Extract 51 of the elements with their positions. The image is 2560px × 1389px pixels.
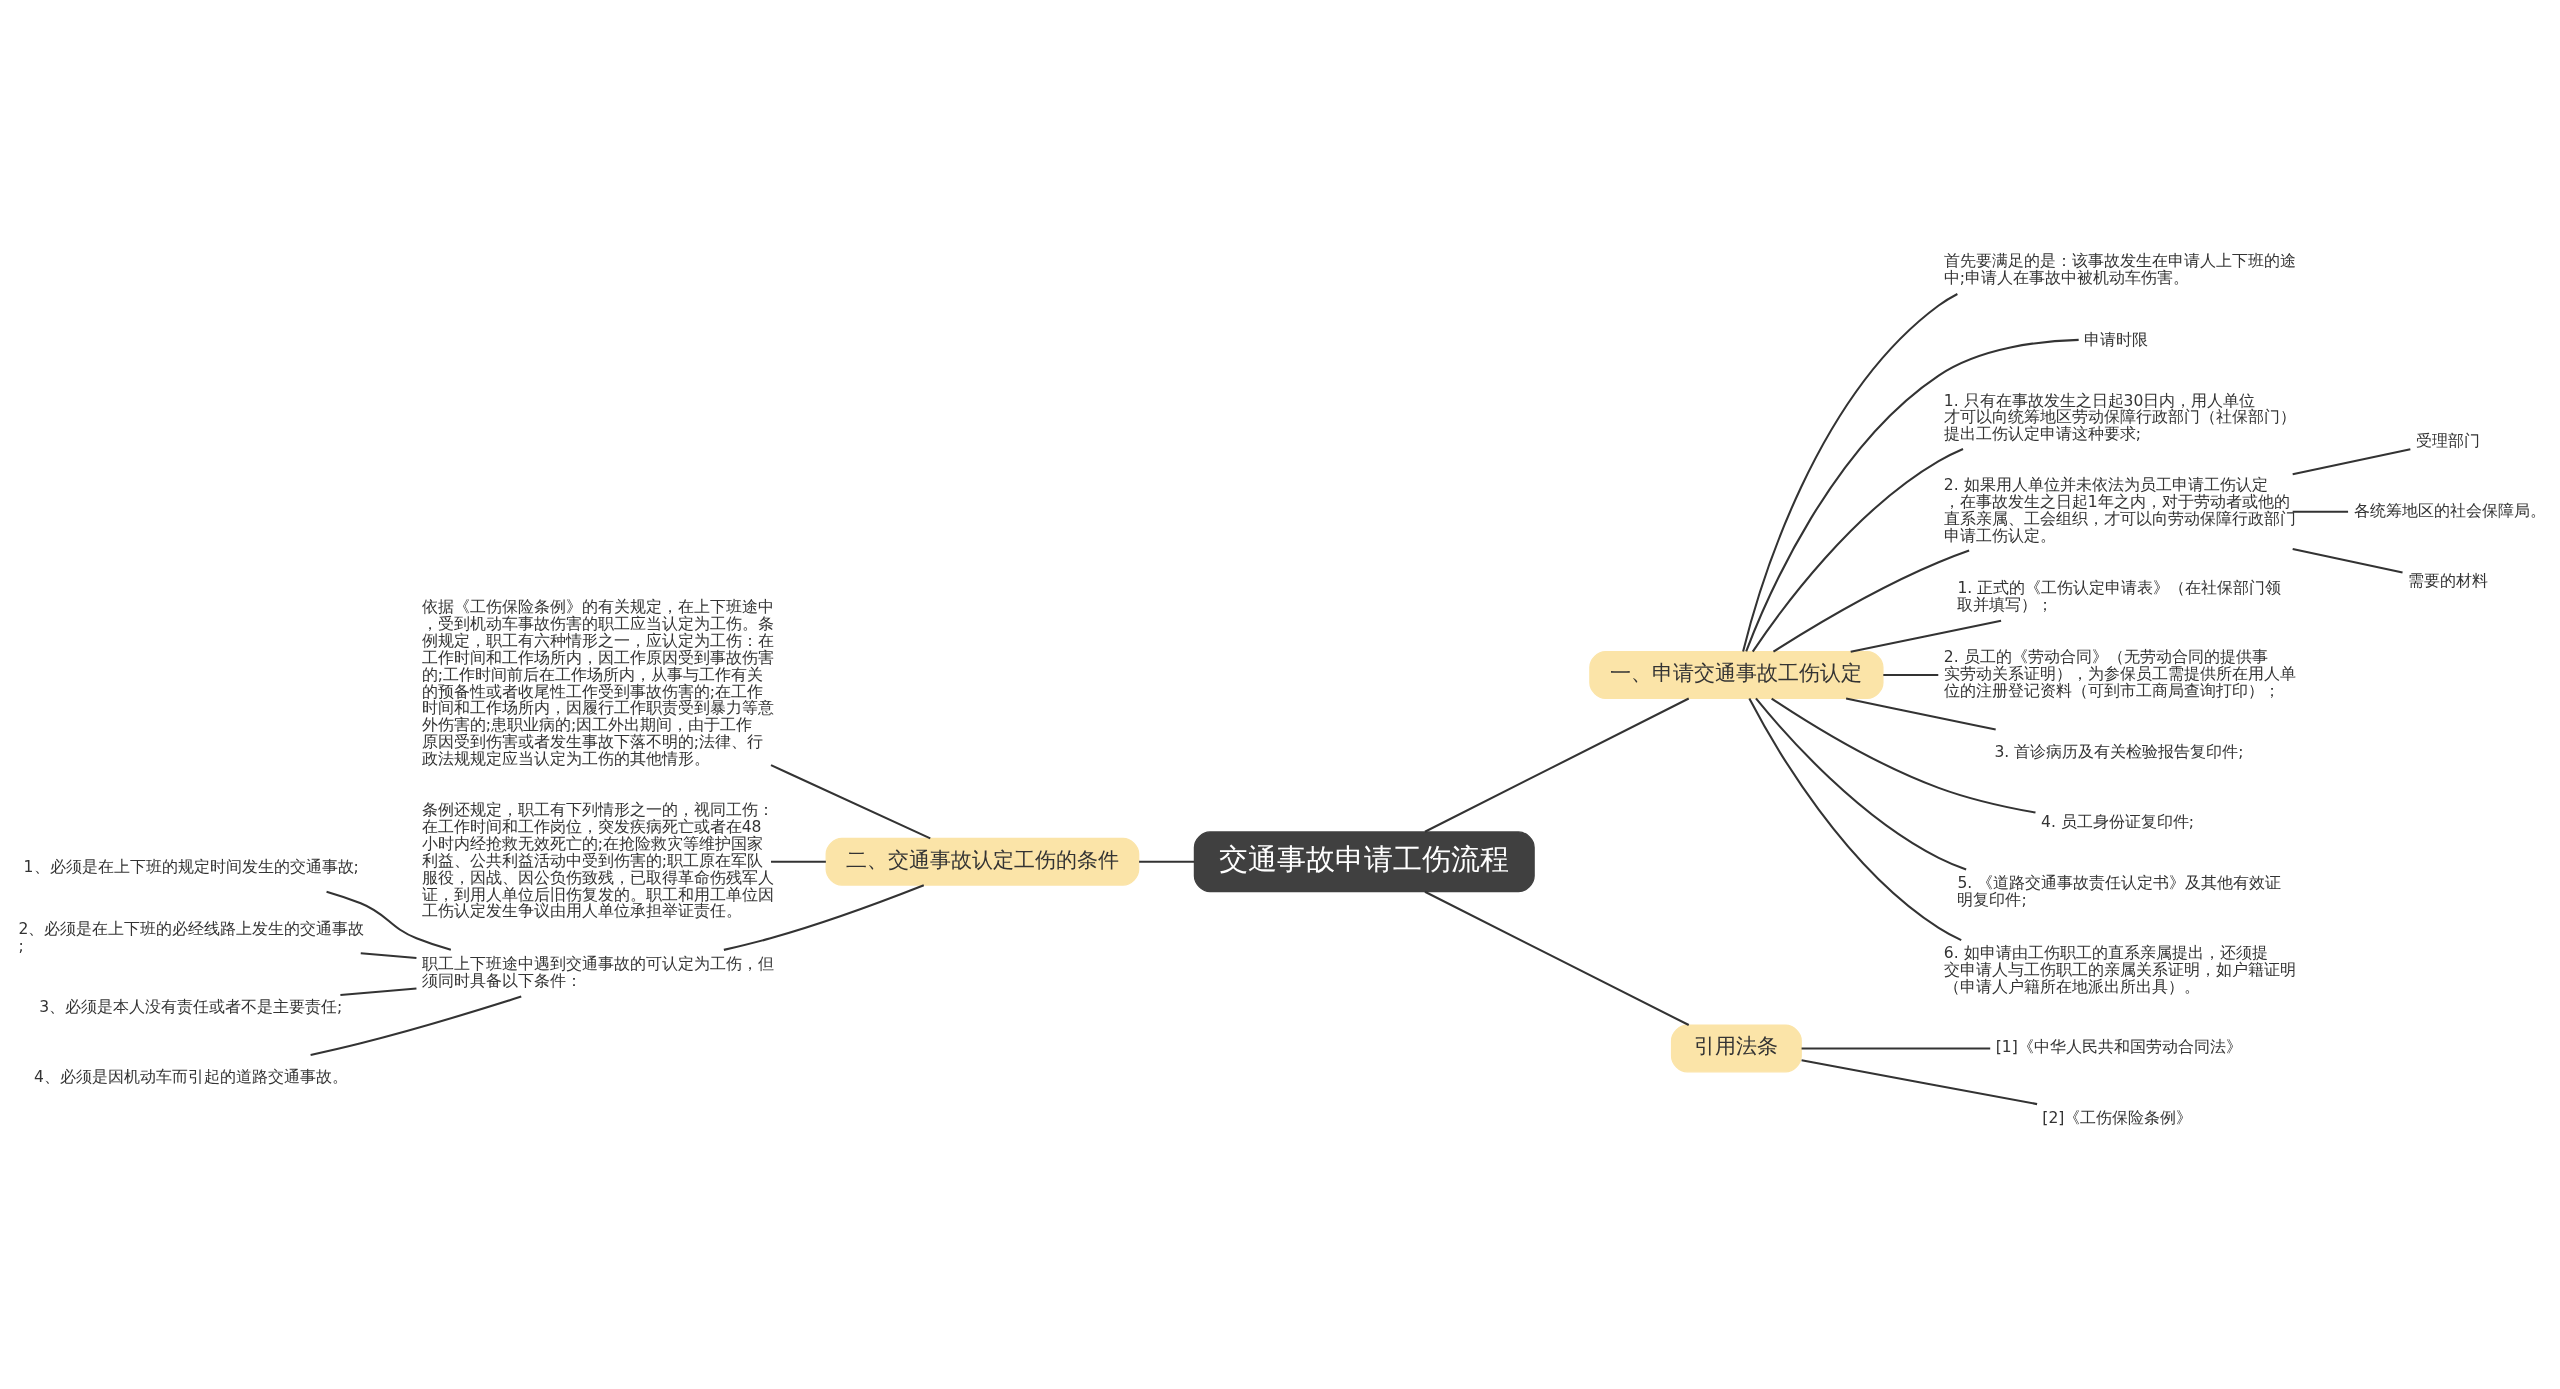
node-text: 6. 如申请由工伤职工的直系亲属提出，还须提交申请人与工伤职工的亲属关系证明，如户籍证明（申请人户籍所在地派出所出具）。 [1943, 943, 2296, 996]
connector [2292, 510, 2349, 513]
node-box: 二、交通事故认定工伤的条件 [825, 837, 1140, 886]
connector [771, 860, 826, 863]
node-box: 引用法条 [1670, 1024, 1802, 1073]
node-text: 2、必须是在上下班的必经线路上发生的交通事故; [18, 919, 365, 955]
node-text: 1、必须是在上下班的规定时间发生的交通事故; [23, 858, 359, 877]
connector [1748, 698, 1962, 942]
connector [1424, 697, 1690, 833]
node-text: 3. 首诊病历及有关检验报告复印件; [1994, 742, 2244, 761]
node-text: 2. 如果用人单位并未依法为员工申请工伤认定，在事故发生之日起1年之内，对于劳动者或他的直系亲属、工会组织，才可以向劳动保障行政部门申请工伤认定。 [1943, 476, 2296, 545]
connector [1801, 1059, 2038, 1106]
node-text: 条例还规定，职工有下列情形之一的，视同工伤：在工作时间和工作岗位，突发疾病死亡或者在48小时内经抢救无效死亡的;在抢险救灾等维护国家利益、公共利益活动中受到伤害的;职工原在军队服役，因战、因公负伤致残，已取得革命伤残军人证，到用人单位后旧伤复发的。职工和用工单位因工伤认定发生争议由用人单位承担举证责任。 [421, 801, 774, 921]
node-text: 各统筹地区的社会保障局。 [2353, 501, 2546, 520]
node-box: 交通事故申请工伤流程 [1193, 831, 1535, 893]
node-text: 申请时限 [2083, 330, 2148, 349]
connector [1742, 293, 1958, 652]
connector [310, 995, 522, 1056]
node-text: 3、必须是本人没有责任或者不是主要责任; [39, 998, 343, 1017]
connector [1424, 890, 1690, 1026]
connector [1772, 549, 1970, 653]
node-text: [1]《中华人民共和国劳动合同法》 [1995, 1038, 2242, 1057]
connector [723, 884, 925, 951]
connector [1801, 1047, 1991, 1050]
node-text: 受理部门 [2415, 431, 2480, 450]
connector [1751, 448, 1964, 653]
connector [1850, 619, 2002, 653]
node-text: [2]《工伤保险条例》 [2042, 1108, 2193, 1127]
connector [1139, 860, 1195, 863]
node-text: 1. 正式的《工伤认定申请表》（在社保部门领取并填写）； [1957, 578, 2282, 614]
node-text: 依据《工伤保险条例》的有关规定，在上下班途中，受到机动车事故伤害的职工应当认定为工伤。条例规定，职工有六种情形之一，应认定为工伤：在工作时间和工作场所内，因工作原因受到事故伤害的;工作时间前后在工作场所内，从事与工作有关的预备性或者收尾性工作受到事故伤害的;在工作时间和工作场所内，因履行工作职责受到暴力等意外伤害的;患职业病的;因工外出期间，由于工作原因受到伤害或者发生事故下落不明的;法律、行政法规规定应当认定为工伤的其他情形。 [421, 598, 774, 768]
node-text: 5. 《道路交通事故责任认定书》及其他有效证明复印件; [1957, 874, 2282, 910]
connector [1845, 697, 1996, 731]
node-text: 4、必须是因机动车而引起的道路交通事故。 [34, 1068, 348, 1087]
node-text: 1. 只有在事故发生之日起30日内，用人单位才可以向统筹地区劳动保障行政部门（社保部门）提出工伤认定申请这种要求; [1943, 391, 2296, 444]
node-box: 一、申请交通事故工伤认定 [1589, 651, 1884, 700]
node-text: 4. 员工身份证复印件; [2041, 812, 2195, 831]
connector [2292, 548, 2403, 574]
node-text: 职工上下班途中遇到交通事故的可认定为工伤，但须同时具备以下条件： [421, 954, 774, 990]
connector [1771, 697, 2036, 814]
node-text: 首先要满足的是：该事故发生在申请人上下班的途中;申请人在事故中被机动车伤害。 [1943, 252, 2296, 287]
node-text: 2. 员工的《劳动合同》（无劳动合同的提供事实劳动关系证明），为参保员工需提供所在用人单位的注册登记资料（可到市工商局查询打印）； [1943, 648, 2296, 700]
connector [1755, 697, 1967, 871]
connector [1745, 338, 2079, 652]
node-text: 需要的材料 [2408, 571, 2489, 590]
connector [2292, 448, 2411, 476]
connector [340, 987, 417, 997]
connector [770, 764, 931, 840]
connector [1883, 674, 1939, 677]
connector [360, 952, 417, 960]
connector [326, 890, 452, 951]
